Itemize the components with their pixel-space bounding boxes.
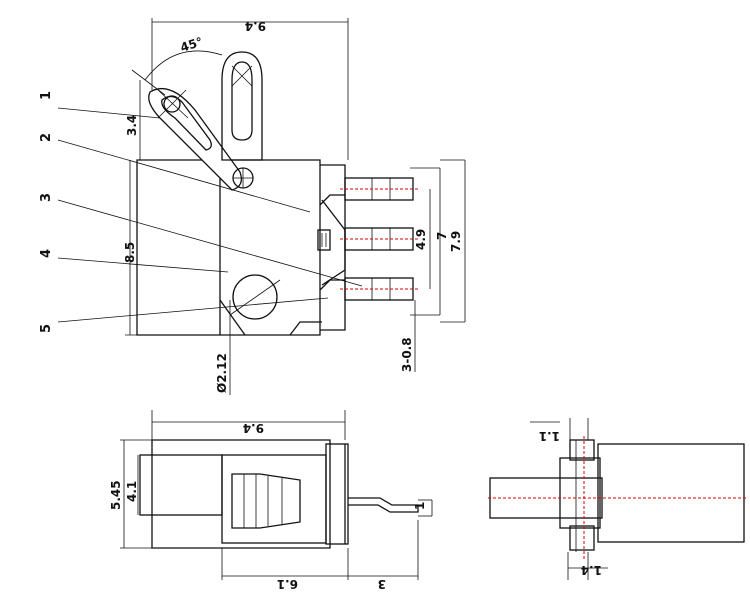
dim-top-width: 9.4 [245,19,266,33]
front-housing [221,454,327,544]
right-flange [320,164,346,331]
dim-pin-size: 3-0.8 [400,337,414,372]
callout-3: 3 [39,193,54,202]
terminal-pins [340,177,420,301]
dim-body-height: 8.5 [123,242,137,263]
dim-angle: 45° [179,35,205,55]
dim-mount-hole: Ø2.12 [215,353,229,393]
top-view: 1 2 3 4 5 9.4 45° 3.4 8.5 4.9 7 7.9 3-0.… [39,18,466,395]
dim-front-depth: 6.1 [277,577,298,591]
flange-detail [319,194,345,291]
lever-actuated-position [221,51,263,161]
side-body [597,443,745,543]
plunger-guide [321,199,346,286]
dim-front-height-inner: 4.1 [125,481,139,502]
callout-2: 2 [39,133,54,142]
side-flange [559,457,601,529]
front-taper [231,473,301,529]
callout-leaders [57,107,363,323]
lever-arm [148,87,243,191]
callout-5: 5 [39,324,54,333]
body-chamfer [219,299,246,336]
front-body [151,439,331,549]
side-view: 1.1 1.4 [488,418,748,580]
callout-4: 4 [39,249,54,258]
dim-pin-length: 3 [378,577,386,591]
dim-side-top: 1.1 [539,429,560,443]
lever-roller [163,95,181,113]
callout-1: 1 [39,91,54,100]
dim-overall-height: 7.9 [449,231,463,252]
dim-pin-pitch-inner: 4.9 [414,229,428,250]
dim-front-width: 9.4 [243,421,264,435]
dim-pin-pitch: 7 [435,232,449,240]
dim-side-bottom: 1.4 [581,563,602,577]
dim-lever-hole: 3.4 [125,115,139,136]
dim-front-height-outer: 5.45 [109,480,123,510]
dim-pin-thickness: 1 [413,502,427,510]
front-view: 9.4 5.45 4.1 1 6.1 3 [109,410,433,591]
body-step [289,321,322,336]
front-pin [348,497,419,513]
plunger [317,229,331,251]
mounting-hole [232,274,278,320]
